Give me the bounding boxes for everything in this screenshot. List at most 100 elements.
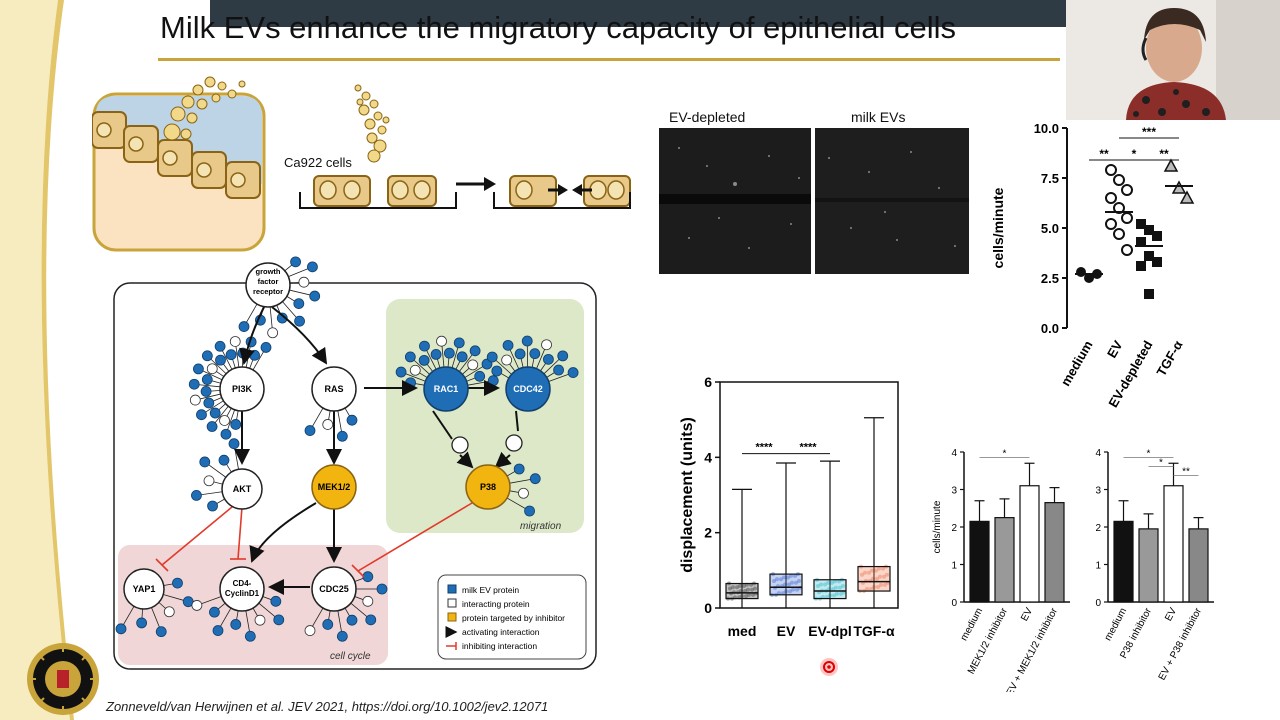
milk-ev-protein-dot bbox=[230, 419, 242, 430]
legend-inhibiting: inhibiting interaction bbox=[462, 641, 537, 651]
significance-label: * bbox=[1159, 458, 1163, 469]
milk-ev-protein-dot bbox=[220, 428, 232, 440]
milk-ev-protein-dot bbox=[474, 370, 486, 382]
microscopy-image-milk-evs bbox=[815, 128, 969, 274]
y-tick-label: 0 bbox=[951, 598, 957, 609]
migration-region-label: migration bbox=[520, 521, 562, 532]
svg-text:YAP1: YAP1 bbox=[133, 584, 156, 594]
svg-text:receptor: receptor bbox=[253, 287, 283, 296]
milk-ev-protein-dot bbox=[115, 623, 127, 635]
milk-ev-protein-dot bbox=[419, 340, 430, 352]
interacting-protein-dot bbox=[163, 606, 175, 618]
signaling-network-diagram: migration cell cycle growth factor recep… bbox=[113, 256, 597, 670]
presenter-webcam-video[interactable] bbox=[1066, 0, 1280, 120]
y-tick-label: 10.0 bbox=[1034, 121, 1059, 136]
milk-ev-protein-dot bbox=[346, 414, 358, 426]
y-tick-label: 5.0 bbox=[1041, 221, 1059, 236]
interacting-protein-dot bbox=[254, 614, 266, 626]
interacting-protein-dot bbox=[541, 339, 552, 351]
milk-ev-protein-dot bbox=[203, 397, 215, 409]
milk-ev-protein-dot bbox=[304, 425, 316, 436]
data-point-ev bbox=[1105, 192, 1117, 204]
milk-ev-protein-dot bbox=[514, 348, 526, 360]
milk-ev-protein-dot bbox=[249, 349, 260, 361]
jitter-point bbox=[742, 584, 746, 589]
data-point-tgf bbox=[1163, 158, 1179, 172]
jitter-point bbox=[831, 587, 835, 592]
x-category-label: med bbox=[728, 623, 757, 639]
significance-label: ** bbox=[1159, 147, 1169, 161]
y-tick-label: 2 bbox=[951, 523, 957, 534]
interacting-protein-node bbox=[451, 436, 469, 454]
milk-ev-protein-dot bbox=[309, 290, 321, 302]
data-point-ev-depleted bbox=[1136, 237, 1146, 247]
milk-ev-protein-dot bbox=[155, 626, 167, 638]
jitter-point bbox=[816, 584, 820, 589]
node-pi3k: PI3K bbox=[219, 366, 265, 412]
milk-ev-protein-dot bbox=[273, 614, 285, 626]
jitter-point bbox=[735, 585, 739, 590]
jitter-point bbox=[731, 585, 735, 590]
y-tick-label: 1 bbox=[951, 561, 957, 572]
interacting-protein-dot bbox=[206, 363, 218, 375]
svg-text:RAS: RAS bbox=[324, 384, 343, 394]
milk-ev-protein-dot bbox=[404, 351, 416, 363]
x-category-label: medium bbox=[1103, 606, 1129, 643]
epithelium-schematic bbox=[92, 76, 266, 252]
milk-ev-protein-dot bbox=[362, 571, 374, 583]
laser-pointer-indicator bbox=[820, 658, 838, 676]
jitter-point bbox=[795, 587, 799, 592]
network-legend: milk EV protein interacting protein prot… bbox=[437, 574, 587, 660]
svg-text:growth: growth bbox=[256, 267, 281, 276]
milk-ev-protein-dot bbox=[199, 456, 211, 468]
milk-ev-protein-dot bbox=[307, 261, 318, 273]
jitter-point bbox=[747, 592, 751, 597]
legend-activating: activating interaction bbox=[462, 627, 540, 637]
milk-ev-protein-dot bbox=[290, 256, 301, 268]
data-point-ev bbox=[1121, 244, 1133, 256]
node-ras: RAS bbox=[311, 366, 357, 412]
milk-ev-protein-dot bbox=[553, 364, 564, 376]
x-category-label: medium bbox=[959, 606, 985, 643]
jitter-point bbox=[876, 584, 880, 589]
jitter-point bbox=[743, 589, 747, 594]
jitter-point bbox=[883, 582, 887, 587]
y-tick-label: 0 bbox=[704, 600, 712, 616]
node-p38: P38 bbox=[465, 464, 511, 510]
jitter-point bbox=[797, 579, 801, 584]
box bbox=[857, 565, 891, 592]
milk-ev-protein-dot bbox=[293, 298, 305, 310]
interacting-protein-dot bbox=[304, 625, 316, 636]
y-axis-label: cells/minute bbox=[990, 187, 1006, 268]
jitter-point bbox=[781, 591, 785, 596]
jitter-point bbox=[775, 577, 779, 582]
milk-ev-protein-dot bbox=[543, 353, 554, 365]
interacting-protein-dot bbox=[322, 419, 334, 430]
interacting-protein-dot bbox=[518, 487, 529, 499]
data-point-medium bbox=[1084, 273, 1094, 283]
interacting-protein-node bbox=[505, 434, 523, 452]
x-category-label: EV + MEK1/2 inhibitor bbox=[1004, 606, 1060, 692]
data-point-ev-depleted bbox=[1144, 251, 1154, 261]
milk-ev-protein-dot bbox=[405, 377, 416, 389]
data-point-ev-depleted bbox=[1136, 261, 1146, 271]
jitter-point bbox=[819, 582, 823, 587]
milk-ev-protein-dot bbox=[215, 354, 226, 366]
milk-ev-protein-dot bbox=[270, 595, 282, 607]
x-category-label: EV bbox=[777, 623, 796, 639]
box bbox=[813, 579, 847, 600]
jitter-point bbox=[867, 570, 871, 575]
milk-ev-protein-dot bbox=[336, 630, 348, 642]
interacting-protein-dot bbox=[467, 359, 479, 371]
milk-ev-protein-dot bbox=[228, 438, 240, 450]
interacting-protein-dot bbox=[267, 327, 279, 339]
jitter-point bbox=[841, 584, 845, 589]
svg-text:factor: factor bbox=[258, 277, 279, 286]
jitter-point bbox=[882, 574, 886, 579]
significance-label: * bbox=[1147, 449, 1151, 460]
jitter-point bbox=[782, 575, 786, 580]
jitter-point bbox=[746, 587, 750, 592]
milk-ev-protein-dot bbox=[513, 463, 525, 475]
box bbox=[725, 582, 759, 600]
svg-text:AKT: AKT bbox=[233, 484, 252, 494]
